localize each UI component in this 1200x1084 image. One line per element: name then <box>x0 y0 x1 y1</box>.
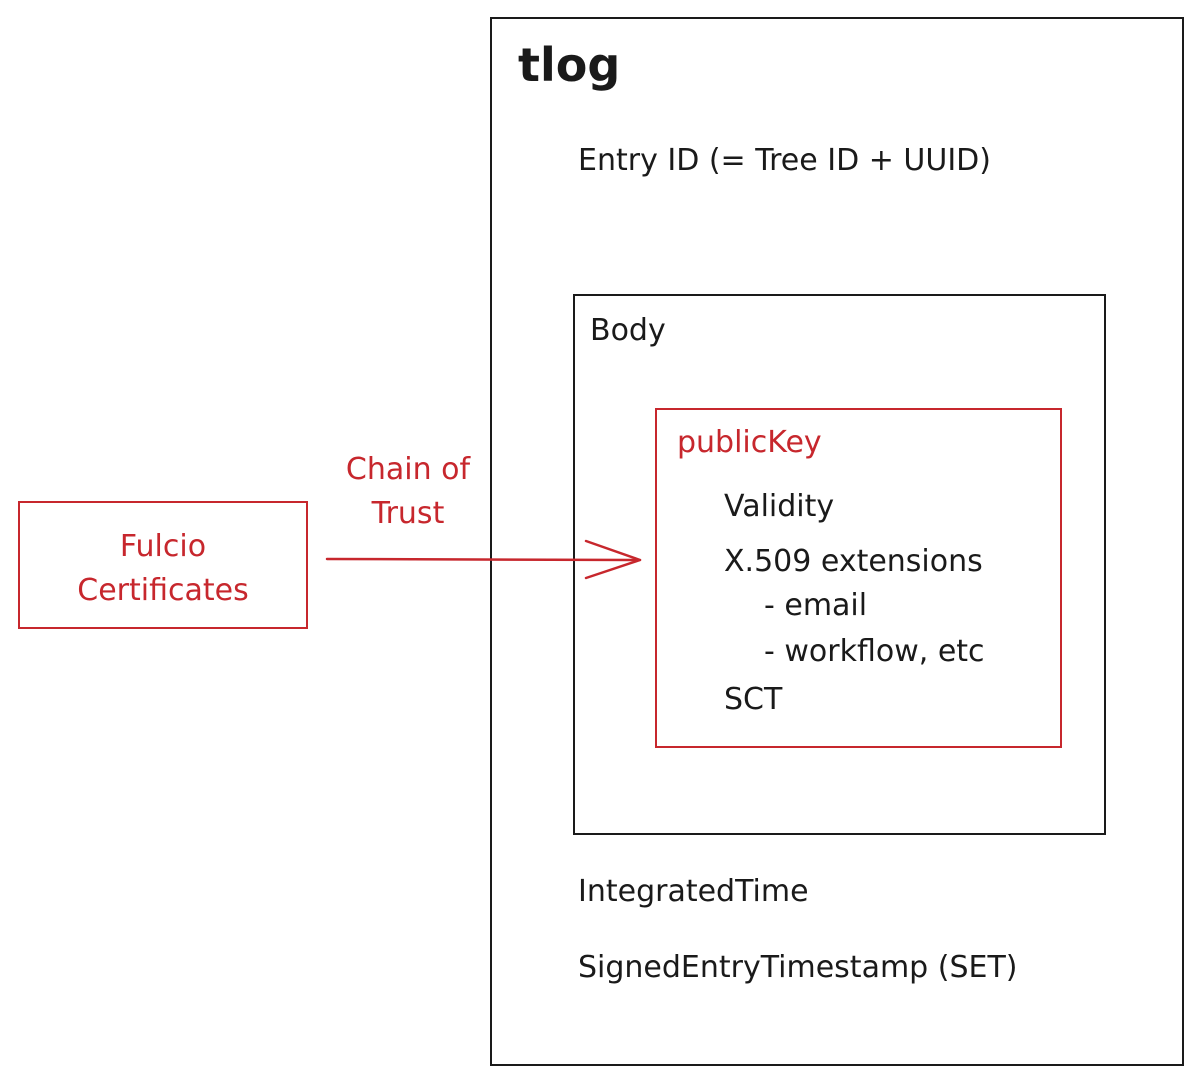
fulcio-label-line-1: Fulcio <box>119 529 207 564</box>
email-extension-item: - email <box>764 588 868 623</box>
validity-label: Validity <box>724 489 835 524</box>
sct-label: SCT <box>724 682 783 717</box>
fulcio-certificates-box <box>18 501 308 629</box>
tlog-box <box>490 17 1184 1066</box>
workflow-extension-item: - workflow, etc <box>764 634 985 669</box>
fulcio-certificates-label: Fulcio Certificates <box>18 525 308 613</box>
body-box <box>573 294 1106 835</box>
chain-of-trust-line-2: Trust <box>371 496 445 531</box>
tlog-title: tlog <box>518 38 621 92</box>
x509-extensions-label: X.509 extensions <box>724 544 983 579</box>
chain-of-trust-label: Chain of Trust <box>318 448 498 536</box>
chain-of-trust-line-1: Chain of <box>345 452 471 487</box>
fulcio-label-line-2: Certificates <box>77 573 249 608</box>
signed-entry-timestamp-label: SignedEntryTimestamp (SET) <box>578 950 1018 985</box>
public-key-label: publicKey <box>677 425 822 460</box>
public-key-box <box>655 408 1062 748</box>
body-label: Body <box>590 313 666 348</box>
integrated-time-label: IntegratedTime <box>578 874 809 909</box>
entry-id-label: Entry ID (= Tree ID + UUID) <box>578 143 991 178</box>
